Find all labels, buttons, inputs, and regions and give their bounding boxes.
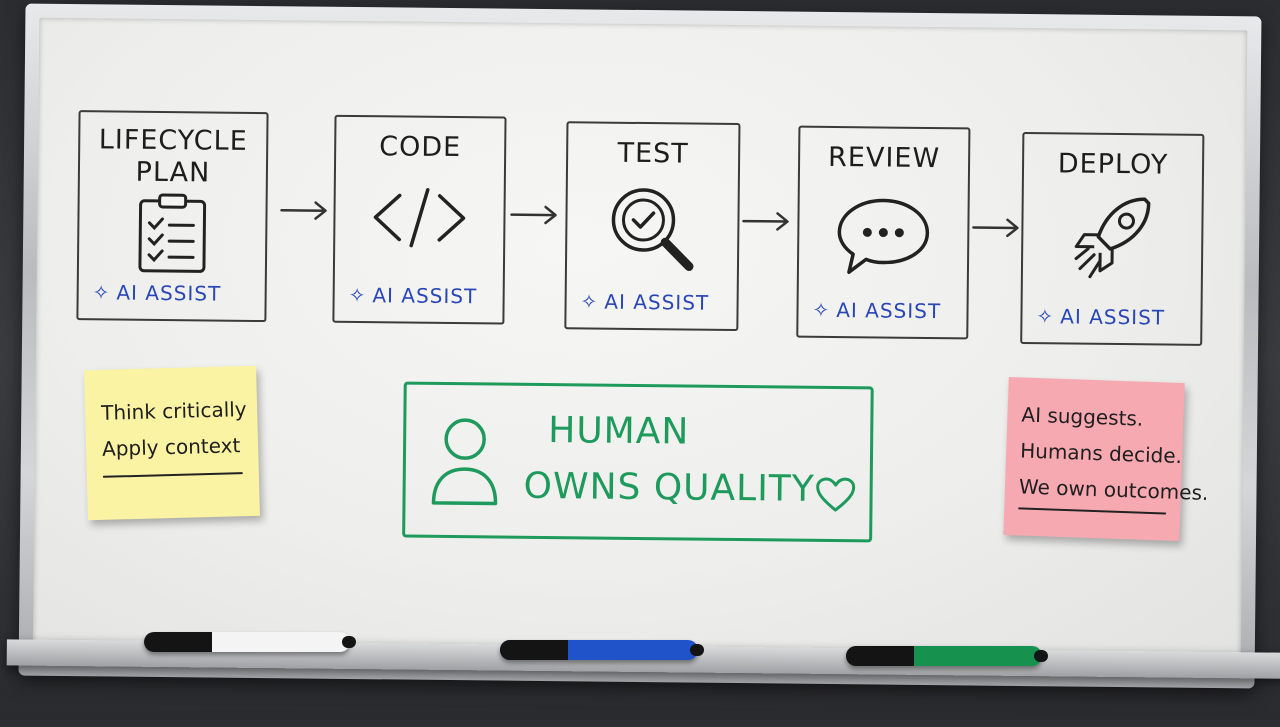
marker-cap [144,632,212,652]
note-underline [1018,507,1167,515]
sparkle-icon: ✧ [92,280,111,305]
marker-tip [342,636,356,648]
note-line: We own outcomes. [1018,474,1209,506]
arrow-right-icon [280,201,327,220]
step-review: REVIEW ✧AI ASSIST [796,125,971,340]
step-title: REVIEW [827,141,941,175]
sparkle-icon: ✧ [812,297,831,322]
sparkle-icon: ✧ [1036,304,1055,329]
person-icon [429,415,500,512]
note-line: Humans decide. [1019,438,1183,469]
heart-icon [815,477,856,517]
sticky-note-yellow: Think critically Apply context [84,365,260,521]
human-owns-quality-box: HUMAN OWNS QUALITY [402,381,874,543]
speech-bubble-icon [835,196,932,281]
step-title: DEPLOY [1057,148,1169,181]
note-line: Apply context [101,433,241,461]
clipboard-checklist-icon [137,193,208,278]
rocket-icon [1070,193,1155,294]
step-deploy: DEPLOY ✧AI ASSIST [1020,131,1205,346]
arrow-right-icon [510,205,557,225]
marker-cap [846,646,914,666]
human-box-line2: OWNS QUALITY [523,465,815,510]
ai-assist-label: ✧AI ASSIST [92,280,222,306]
black-marker[interactable] [144,632,356,652]
step-title: LIFECYCLE PLAN [98,124,248,189]
marker-tip [690,644,704,656]
sticky-note-pink: AI suggests. Humans decide. We own outco… [1003,376,1209,542]
sparkle-icon: ✧ [580,289,599,314]
note-underline [102,472,243,478]
marker-cap [500,640,568,660]
note-line: AI suggests. [1021,402,1144,431]
ai-assist-label: ✧AI ASSIST [580,289,710,315]
marker-tip [1034,650,1048,662]
step-title: TEST [617,137,689,170]
note-line: Think critically [100,397,247,425]
magnifier-check-icon [607,184,698,279]
step-test: TEST ✧AI ASSIST [564,121,741,332]
human-box-line1: HUMAN [548,410,690,453]
sparkle-icon: ✧ [348,282,367,308]
green-marker[interactable] [846,646,1048,666]
blue-marker[interactable] [500,640,704,660]
arrow-right-icon [972,218,1019,238]
step-lifecycle-plan: LIFECYCLE PLAN ✧AI ASSIST [76,110,269,323]
code-brackets-icon [369,185,470,254]
step-title: CODE [379,131,462,164]
ai-assist-label: ✧AI ASSIST [1036,304,1166,330]
ai-assist-label: ✧AI ASSIST [812,297,942,324]
arrow-right-icon [742,212,789,231]
ai-assist-label: ✧AI ASSIST [348,282,478,309]
step-code: CODE ✧AI ASSIST [332,114,507,325]
